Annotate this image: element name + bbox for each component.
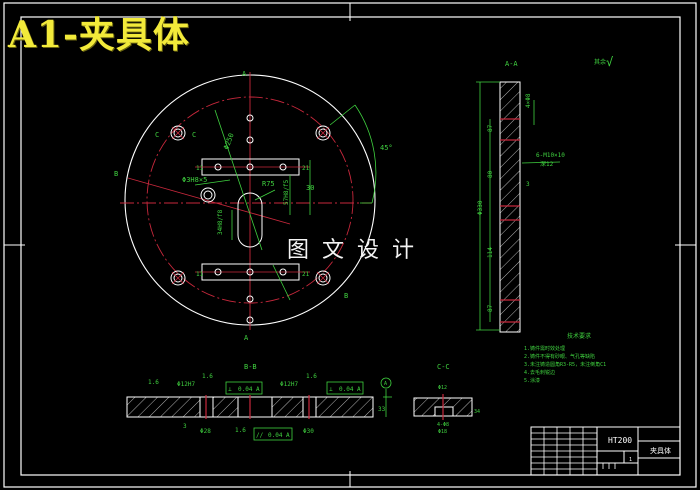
- hole-left-spec: Φ12H7: [177, 381, 195, 388]
- dim-right-dia: Φ30: [303, 428, 314, 435]
- dim-34h8: 34H8/f8: [217, 209, 224, 235]
- dim-c-top: Φ12: [438, 385, 447, 391]
- dim-left-dia: Φ28: [200, 428, 211, 435]
- dim-pcd: Φ250: [222, 132, 235, 151]
- dim-step: 3: [526, 181, 530, 188]
- section-b-label: B-B: [244, 363, 257, 371]
- section-mark-c-right: C: [192, 131, 196, 139]
- dim-57h8: 57H8/f5: [283, 179, 290, 205]
- section-c-c: C-C Φ12 34 4-Φ8 Φ18: [413, 363, 480, 435]
- dim-thickness: 33: [378, 406, 386, 413]
- part-name-label: 夹具体: [650, 446, 671, 455]
- datum-a-marker: A: [384, 381, 387, 387]
- dim-angle: 45°: [380, 144, 393, 152]
- section-a-a: A-A 其余 √ Φ330 87 80 114 87 4×Φ8 6-M10×10…: [476, 55, 613, 333]
- roughness-b2: 1.6: [202, 373, 213, 380]
- material-label: HT200: [608, 436, 632, 445]
- gdt-bottom-tol: 0.04: [268, 432, 283, 439]
- gdt-left-symbol: ⊥: [228, 386, 232, 393]
- section-mark-a-bottom: A: [244, 334, 249, 342]
- dim-30: 30: [306, 184, 314, 192]
- dim-small-3: 3: [183, 423, 187, 430]
- section-mark-b-right: B: [344, 292, 348, 300]
- section-a-label: A-A: [505, 60, 518, 68]
- roughness-b1: 1.6: [148, 379, 159, 386]
- dim-slot-bottom-w: 11: [196, 271, 204, 278]
- dim-c-bottom: 4-Φ8: [437, 422, 449, 428]
- dim-overall: Φ330: [477, 200, 484, 215]
- watermark-text: 图文设计: [287, 238, 428, 263]
- dim-87-bottom: 87: [487, 304, 494, 312]
- gdt-bottom-symbol: //: [256, 432, 264, 439]
- tech-req-item: 3.未注铸造圆角R3-R5，未注倒角C1: [524, 361, 606, 368]
- dim-114: 114: [487, 247, 494, 258]
- tech-req-item: 1.铸件需时效处理: [524, 345, 565, 352]
- dim-87-top: 87: [487, 124, 494, 132]
- dim-slot-top-r: 21: [302, 165, 310, 172]
- tech-requirements: 技术要求 1.铸件需时效处理 2.铸件不得有砂眼、气孔等缺陷 3.未注铸造圆角R…: [524, 332, 606, 384]
- gdt-left-tol: 0.04: [238, 386, 253, 393]
- tech-req-title: 技术要求: [567, 332, 591, 340]
- section-b-b: B-B 1.6 1.6 1.6 1.6 Φ12H7 Φ12H7 ⊥ 0.04 A…: [126, 363, 392, 441]
- hole-right-spec: Φ12H7: [280, 381, 298, 388]
- section-mark-a-top: A: [242, 70, 247, 78]
- roughness-other-label: 其余: [594, 58, 606, 66]
- dim-80: 80: [487, 170, 494, 178]
- dim-slot-top-w: 11: [196, 165, 204, 172]
- gdt-right-symbol: ⊥: [329, 386, 333, 393]
- section-c-label: C-C: [437, 363, 450, 371]
- dim-radius: R75: [262, 180, 275, 188]
- dim-top-small: 4×Φ8: [525, 93, 532, 108]
- title-block: [530, 426, 681, 476]
- gdt-left-datum: A: [256, 386, 260, 393]
- scale-mark: 1: [629, 457, 632, 463]
- roughness-b3: 1.6: [306, 373, 317, 380]
- drawing-title-banner: A1-夹具体: [8, 14, 190, 56]
- gdt-right-datum: A: [357, 386, 361, 393]
- drawing-frame: [3, 2, 697, 488]
- section-mark-c-left: C: [155, 131, 159, 139]
- dim-hole-spec: Φ3H8×5: [182, 176, 207, 184]
- dim-slot-bottom-r: 21: [302, 271, 310, 278]
- tech-req-item: 4.去毛刺锐边: [524, 369, 555, 376]
- gdt-bottom-datum: A: [286, 432, 290, 439]
- gdt-right-tol: 0.04: [339, 386, 354, 393]
- plan-view: A A B B C C Φ250 Φ3H8×5 R75 45° 30 11 21…: [114, 70, 393, 342]
- roughness-b4: 1.6: [235, 427, 246, 434]
- dim-thread: 6-M10×10: [536, 152, 565, 159]
- dim-c-bottom-2: Φ18: [438, 429, 447, 435]
- dim-thread-depth: 深12: [540, 160, 554, 168]
- dim-c-side: 34: [474, 409, 480, 415]
- tech-req-item: 5.涂漆: [524, 377, 540, 384]
- bolt-holes: [170, 125, 331, 286]
- section-mark-b-left: B: [114, 170, 118, 178]
- tech-req-item: 2.铸件不得有砂眼、气孔等缺陷: [524, 353, 595, 360]
- central-oblong: [237, 192, 263, 248]
- roughness-check-icon: √: [606, 55, 613, 69]
